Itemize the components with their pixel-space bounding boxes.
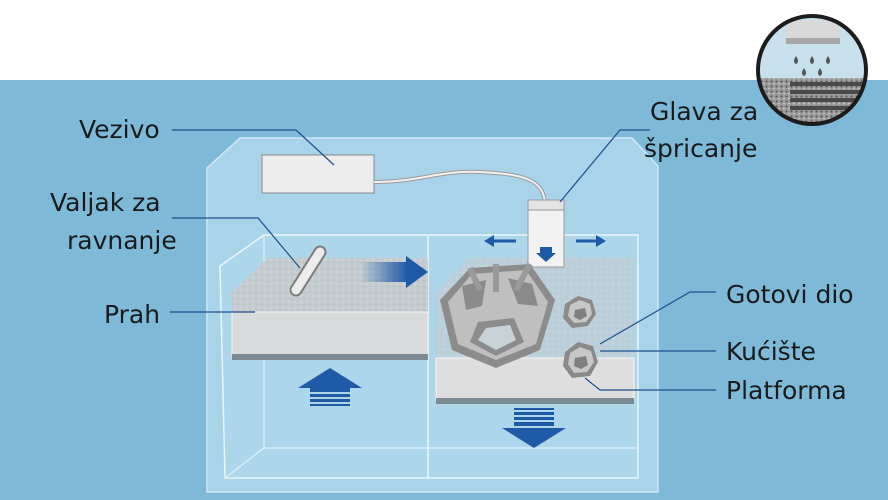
label-powder: Prah xyxy=(104,300,161,329)
powder-flow-arrow xyxy=(360,256,428,288)
label-roller-line1: Valjak za xyxy=(50,188,161,217)
printed-part-small-top xyxy=(563,296,596,328)
label-head-line2: špricanje xyxy=(644,134,758,163)
label-housing: Kućište xyxy=(726,337,816,366)
print-head-icon xyxy=(527,199,565,268)
build-platform xyxy=(435,357,635,401)
head-motion-arrows xyxy=(484,235,606,247)
magnifier-inset-icon xyxy=(756,14,868,126)
roller-icon xyxy=(289,245,327,297)
binder-tank-icon xyxy=(261,154,375,194)
label-head-line1: Glava za xyxy=(650,97,759,126)
supply-platform xyxy=(231,311,429,359)
down-arrow-icon xyxy=(502,408,566,448)
label-roller-line2: ravnanje xyxy=(67,226,177,255)
label-platform: Platforma xyxy=(726,376,847,405)
printed-part-large xyxy=(440,262,555,368)
label-finished-part: Gotovi dio xyxy=(726,280,854,309)
up-arrow-icon xyxy=(298,368,362,406)
printed-part-small-bottom xyxy=(563,342,598,378)
leader-lines xyxy=(170,129,716,391)
label-binder: Vezivo xyxy=(79,115,160,144)
